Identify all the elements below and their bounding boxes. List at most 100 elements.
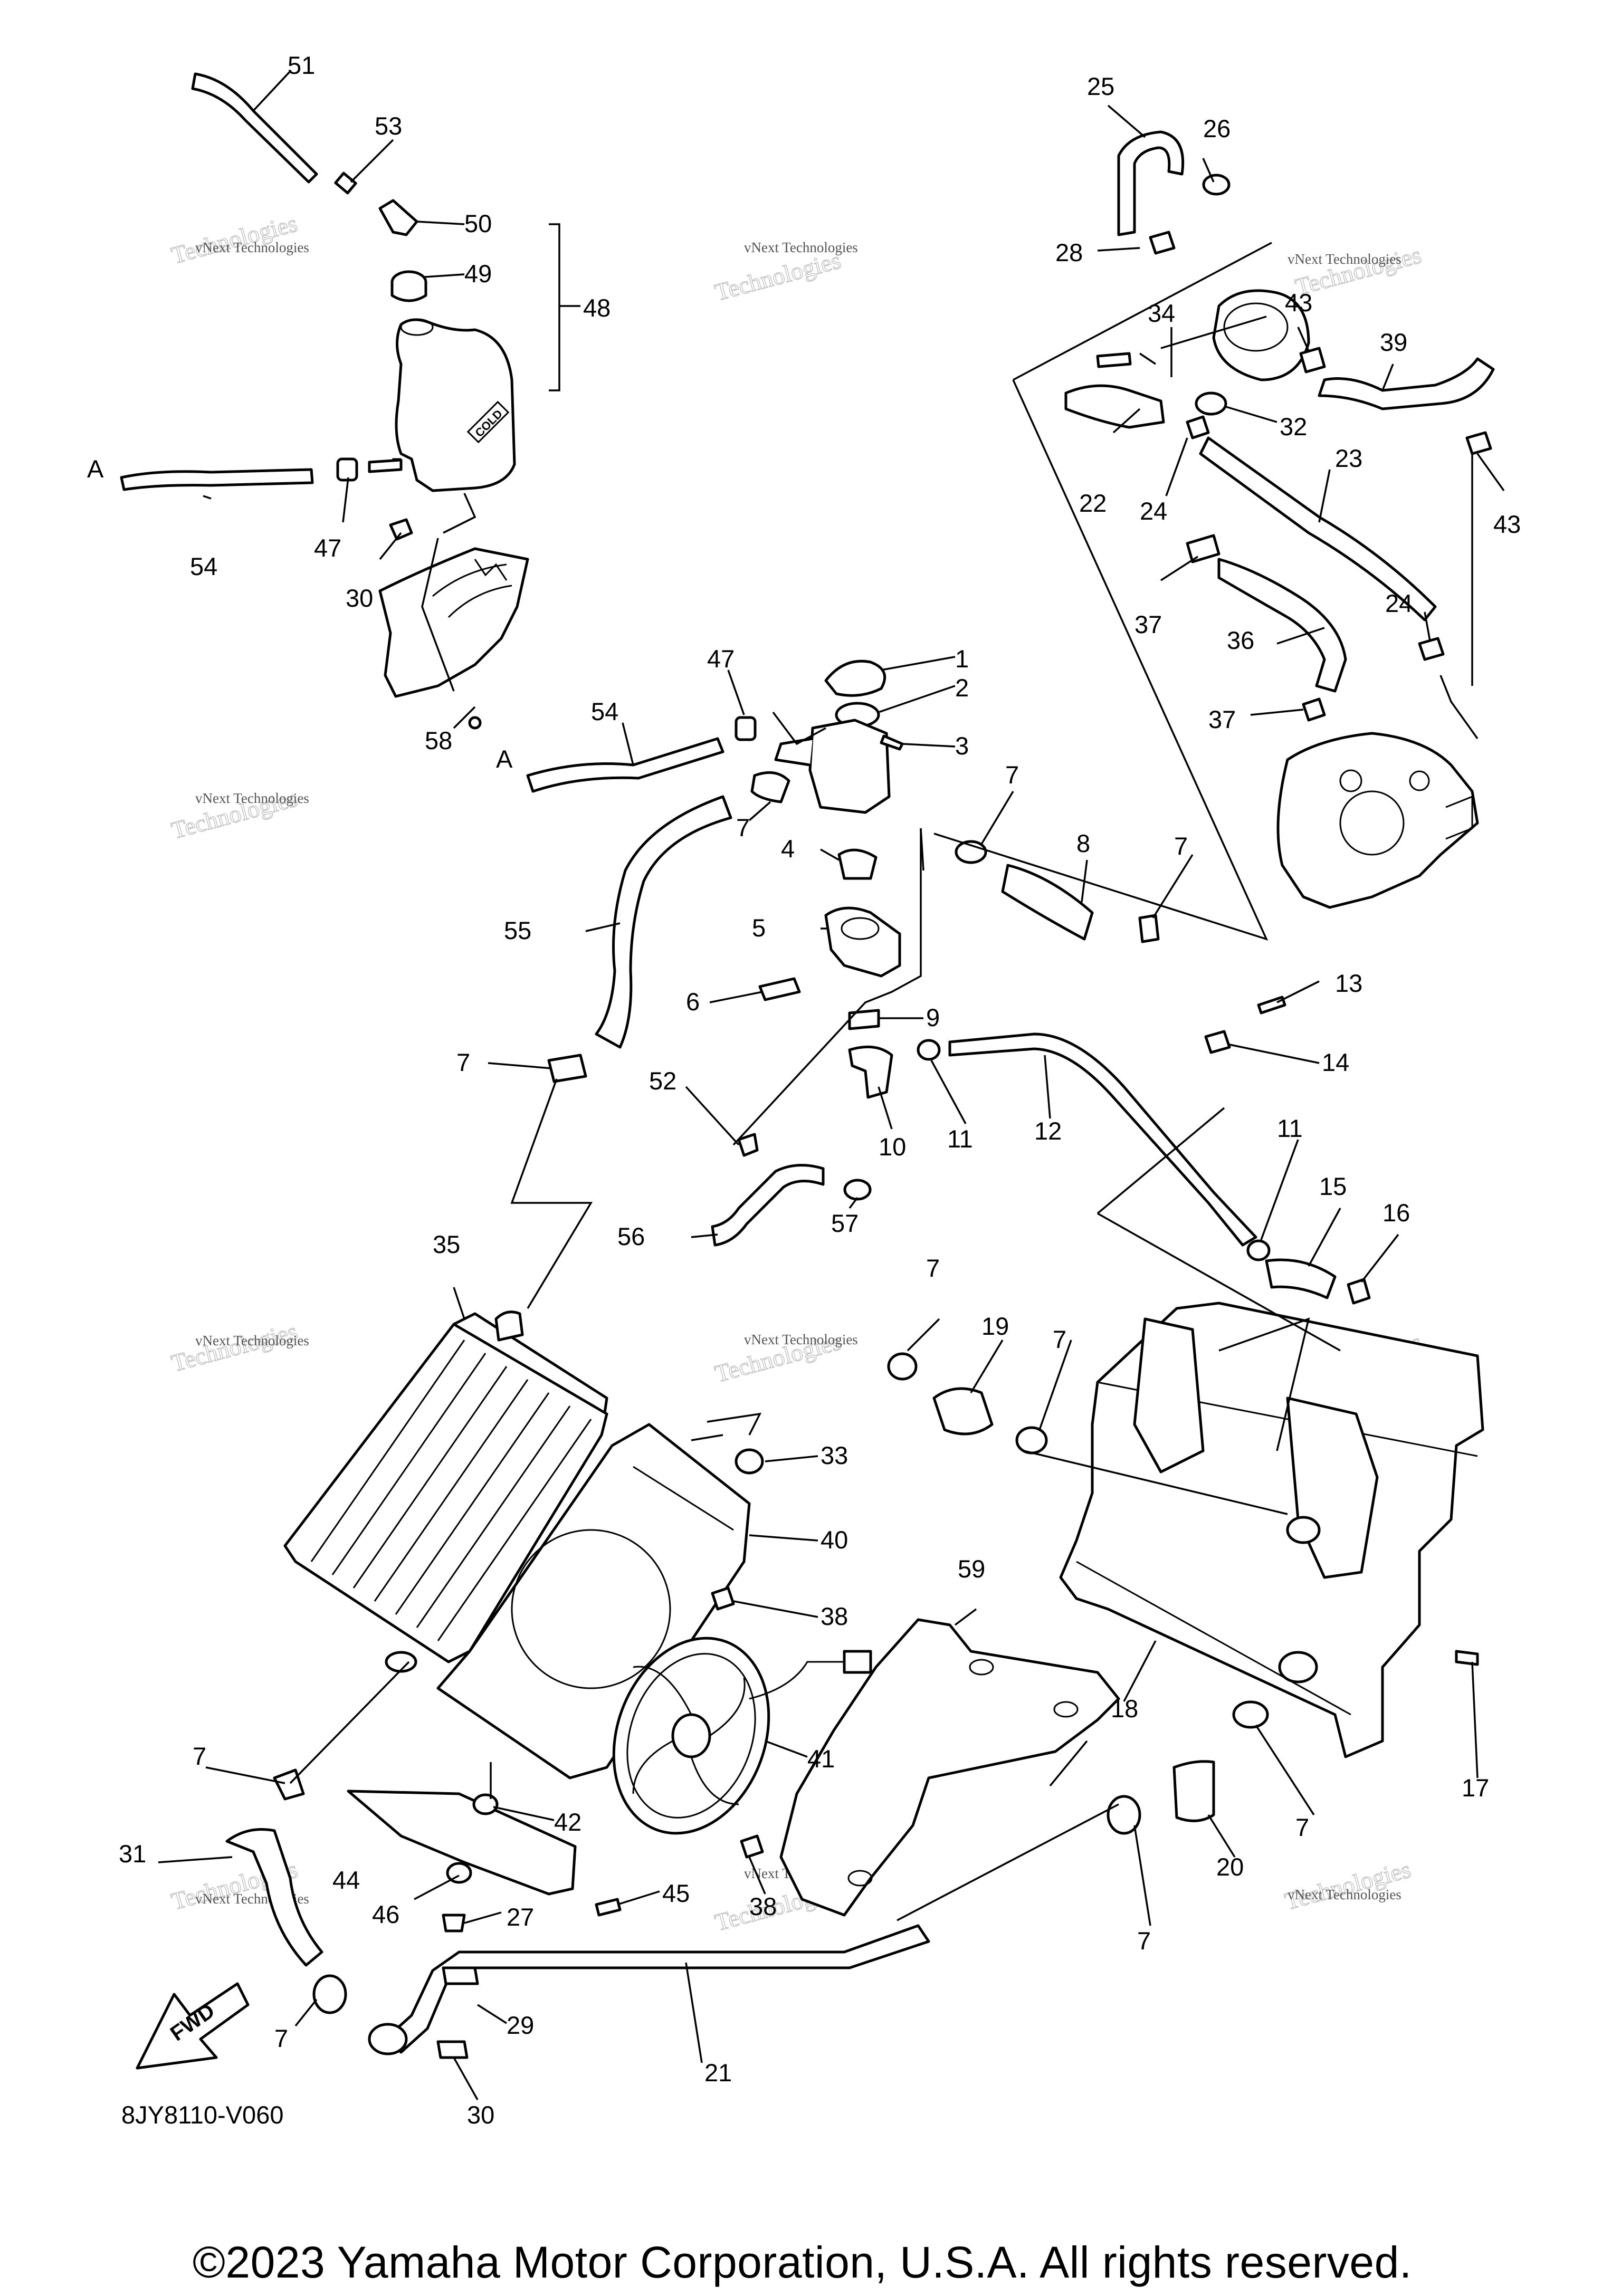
overflow-hose [526, 737, 724, 793]
callout-35: 35 [433, 1230, 460, 1258]
thermostat [837, 848, 878, 880]
callout-22: 22 [1079, 489, 1107, 517]
hose-clamp [843, 1179, 872, 1201]
callout-48: 48 [583, 294, 611, 322]
fwd-arrow: FWD [136, 1982, 250, 2070]
coolant-hose [1265, 1258, 1337, 1299]
grommet [472, 1793, 499, 1815]
callout-7f: 7 [1053, 1325, 1066, 1353]
callout-51: 51 [288, 51, 315, 79]
callout-7g: 7 [1295, 1813, 1309, 1841]
hose-clamp [1138, 914, 1160, 943]
callout-54: 54 [190, 552, 217, 580]
sensor [1455, 1650, 1479, 1666]
hose-clamp [1465, 431, 1492, 455]
lower-water-pipe [384, 1924, 930, 2054]
callout-29: 29 [507, 2011, 534, 2039]
hose-clamp [1418, 637, 1445, 661]
hose-clamp [1186, 534, 1220, 563]
filler-neck [808, 719, 891, 814]
callout-31: 31 [119, 1840, 146, 1868]
callout-27: 27 [507, 1903, 534, 1931]
assembly-lines [289, 242, 1479, 1921]
callout-52: 52 [649, 1067, 676, 1095]
bolt [468, 716, 482, 730]
callout-30: 30 [346, 584, 373, 612]
thermostat-group [526, 659, 1371, 1305]
hose-clamp [917, 1039, 941, 1061]
frame-group [779, 1302, 1484, 1917]
callout-57: 57 [831, 1209, 859, 1237]
fan-shroud [436, 1423, 751, 1780]
coolant-hose [1117, 130, 1185, 236]
callout-38b: 38 [749, 1892, 777, 1920]
callout-18: 18 [1111, 1695, 1138, 1723]
bolt [711, 1586, 735, 1611]
temp-sensor [758, 977, 801, 1001]
water-pump-housing [1276, 732, 1479, 909]
callout-14: 14 [1322, 1048, 1349, 1076]
water-pump-group [1064, 130, 1495, 909]
water-pipe [948, 1032, 1257, 1247]
callout-19: 19 [981, 1312, 1009, 1340]
callout-39: 39 [1380, 328, 1407, 356]
radiator-lower-hose [225, 1828, 323, 1967]
hose-clamp [1204, 1030, 1231, 1054]
callout-7i: 7 [193, 1742, 206, 1770]
watermark: vNext Technologies [195, 1333, 309, 1348]
callout-7e: 7 [926, 1254, 940, 1282]
hose-clamp [1246, 1239, 1271, 1261]
watermark: vNext Technologies [744, 1332, 858, 1347]
callout-47: 47 [314, 534, 341, 562]
callout-30b: 30 [467, 2101, 494, 2129]
bypass-hose [711, 1164, 825, 1247]
watermark: vNext Technologies [1288, 1887, 1401, 1902]
bypass-hose [848, 1045, 893, 1099]
hose-clamp [1186, 415, 1210, 439]
callout-36: 36 [1227, 626, 1254, 654]
radiator-upper-hose [595, 795, 732, 1049]
coolant-hose [1001, 864, 1094, 941]
callout-4: 4 [781, 835, 795, 863]
callout-41: 41 [807, 1745, 835, 1773]
callout-17: 17 [1462, 1774, 1489, 1802]
coolant-hose [932, 1387, 994, 1436]
hose-clamp [1149, 231, 1176, 255]
radiator-cap [824, 659, 886, 697]
thermostat-housing [824, 906, 901, 978]
callout-7j: 7 [274, 2024, 288, 2052]
breather-clamp [334, 171, 357, 195]
radiator-fins [310, 1340, 592, 1641]
hose-clamp [887, 1352, 918, 1381]
hose-clamp [1347, 1278, 1371, 1305]
callout-43a: 43 [1285, 289, 1312, 317]
callout-45: 45 [662, 1879, 690, 1907]
callout-7a: 7 [736, 814, 750, 841]
pipe-stub [1286, 1516, 1321, 1544]
callout-38a: 38 [821, 1602, 848, 1630]
callout-40: 40 [821, 1526, 848, 1554]
water-pump-cover [1212, 289, 1310, 381]
pipe-clip [442, 1966, 479, 1985]
callout-9: 9 [926, 1003, 940, 1031]
hose-clamp [737, 1133, 759, 1157]
callout-13: 13 [1335, 969, 1362, 997]
hose-clamp [1302, 697, 1326, 722]
callout-26: 26 [1203, 114, 1231, 142]
callout-44: 44 [332, 1866, 360, 1894]
callout-33: 33 [821, 1441, 848, 1469]
callout-59: 59 [958, 1555, 985, 1583]
callout-11a: 11 [947, 1125, 973, 1153]
hose-clamp [1015, 1426, 1048, 1455]
water-pipe [1064, 384, 1165, 429]
callout-labels: 51 53 50 49 48 54 47 30 58 47 54 1 2 3 7… [119, 51, 1521, 2129]
copyright-notice: ©2023 Yamaha Motor Corporation, U.S.A. A… [193, 2237, 1412, 2287]
callout-53: 53 [375, 112, 402, 140]
callout-1: 1 [955, 645, 969, 673]
reservoir-tank-group: COLD [120, 72, 529, 730]
grommet [336, 457, 358, 482]
callout-16: 16 [1382, 1199, 1410, 1227]
callout-50: 50 [464, 209, 492, 237]
callout-54b: 54 [591, 697, 618, 725]
